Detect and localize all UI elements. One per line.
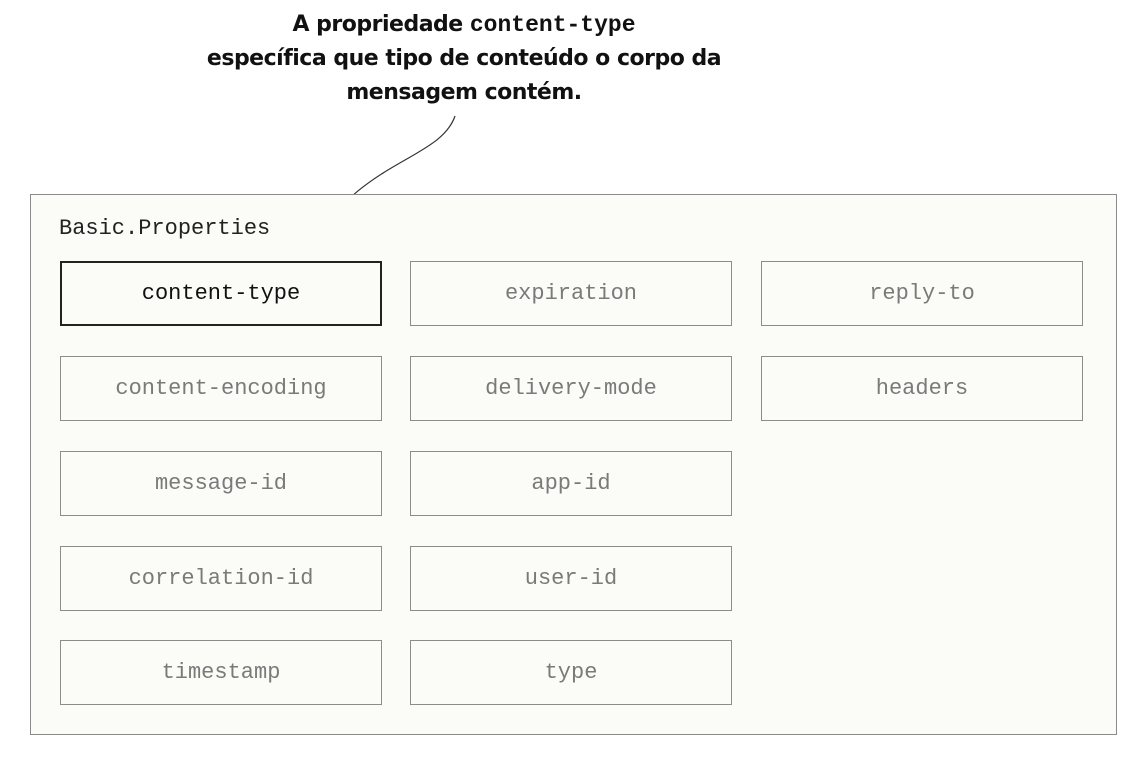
callout-line-3: mensagem contém. xyxy=(346,80,582,105)
property-delivery-mode: delivery-mode xyxy=(410,356,732,421)
callout-line-2: específica que tipo de conteúdo o corpo … xyxy=(206,46,722,71)
property-reply-to: reply-to xyxy=(761,261,1083,326)
property-correlation-id: correlation-id xyxy=(60,546,382,611)
basic-properties-panel: Basic.Properties content-type expiration… xyxy=(30,194,1117,735)
property-headers: headers xyxy=(761,356,1083,421)
callout-code-term: content-type xyxy=(469,12,636,38)
property-type: type xyxy=(410,640,732,705)
property-message-id: message-id xyxy=(60,451,382,516)
callout-line-1: A propriedade content-type xyxy=(174,8,754,42)
property-app-id: app-id xyxy=(410,451,732,516)
panel-title: Basic.Properties xyxy=(59,216,271,241)
property-user-id: user-id xyxy=(410,546,732,611)
property-expiration: expiration xyxy=(410,261,732,326)
property-content-encoding: content-encoding xyxy=(60,356,382,421)
property-content-type: content-type xyxy=(60,261,382,326)
callout-annotation: A propriedade content-type específica qu… xyxy=(174,8,754,110)
callout-line-1-prefix: A propriedade xyxy=(292,12,470,37)
property-timestamp: timestamp xyxy=(60,640,382,705)
